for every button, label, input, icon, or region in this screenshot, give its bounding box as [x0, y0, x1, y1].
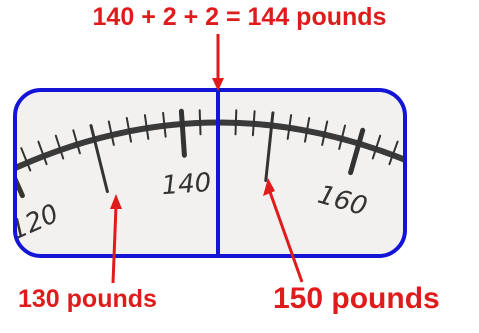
minor-tick	[404, 147, 405, 172]
minor-tick	[37, 140, 48, 166]
major-tick	[178, 108, 187, 158]
minor-tick	[234, 109, 238, 136]
minor-tick	[125, 117, 132, 143]
minor-tick	[89, 124, 109, 194]
equation-label: 140 + 2 + 2 = 144 pounds	[92, 3, 387, 31]
arrow-to-150	[263, 178, 304, 283]
arrow-to-130	[110, 194, 122, 284]
minor-tick	[321, 120, 329, 146]
minor-tick	[264, 111, 275, 182]
minor-tick	[371, 134, 382, 160]
tick-label-140: 140	[161, 168, 213, 201]
minor-tick	[304, 117, 311, 143]
dial-window-frame	[13, 88, 407, 258]
minor-tick	[162, 111, 167, 138]
minor-tick	[251, 110, 256, 137]
minor-tick	[143, 114, 150, 140]
major-tick	[15, 152, 25, 199]
label-130-pounds: 130 pounds	[18, 285, 157, 313]
major-tick	[348, 127, 366, 176]
minor-tick	[72, 129, 81, 155]
minor-tick	[107, 120, 115, 146]
minor-tick	[286, 114, 293, 140]
label-150-pounds: 150 pounds	[273, 282, 440, 315]
arrow-to-pointer	[212, 34, 224, 91]
minor-tick	[20, 147, 32, 172]
minor-tick	[198, 109, 202, 136]
minor-tick	[388, 140, 399, 166]
minor-tick	[422, 155, 432, 177]
minor-tick	[54, 134, 65, 160]
minor-tick	[338, 124, 346, 150]
minor-tick	[418, 163, 448, 224]
